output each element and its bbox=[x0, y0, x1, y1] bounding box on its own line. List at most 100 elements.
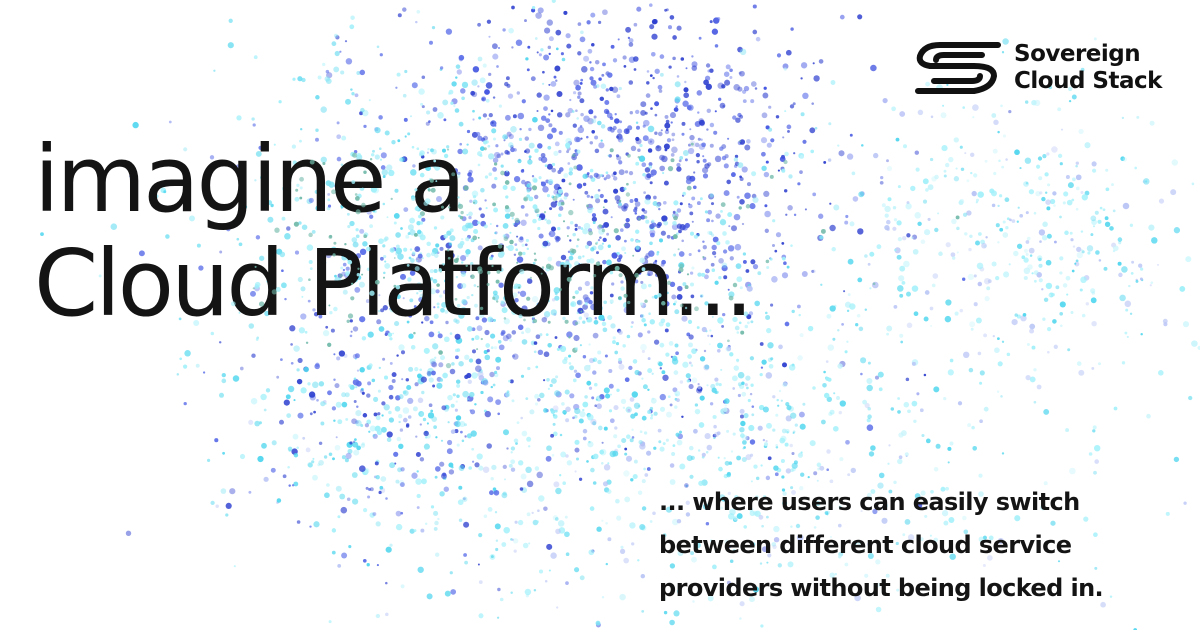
particle-dot bbox=[648, 165, 653, 169]
particle-dot bbox=[576, 300, 581, 305]
particle-dot bbox=[322, 62, 326, 67]
particle-dot bbox=[1109, 226, 1114, 231]
particle-dot bbox=[491, 121, 494, 124]
particle-dot bbox=[213, 69, 216, 72]
particle-dot bbox=[569, 98, 572, 102]
particle-dot bbox=[367, 331, 374, 338]
particle-dot bbox=[569, 393, 575, 399]
particle-dot bbox=[218, 341, 222, 344]
particle-dot bbox=[633, 56, 639, 62]
particle-dot bbox=[558, 130, 563, 135]
particle-dot bbox=[355, 419, 362, 427]
particle-dot bbox=[614, 350, 619, 355]
particle-dot bbox=[540, 48, 544, 52]
particle-dot bbox=[496, 616, 500, 619]
particle-dot bbox=[482, 113, 488, 118]
particle-dot bbox=[599, 291, 603, 295]
particle-dot bbox=[595, 84, 600, 88]
particle-dot bbox=[1139, 277, 1143, 281]
particle-dot bbox=[1043, 408, 1050, 415]
particle-dot bbox=[537, 509, 540, 512]
particle-dot bbox=[629, 199, 634, 203]
particle-dot bbox=[802, 92, 809, 100]
particle-dot bbox=[915, 167, 920, 172]
particle-dot bbox=[183, 401, 187, 406]
particle-dot bbox=[380, 165, 386, 170]
particle-dot bbox=[689, 271, 694, 275]
particle-dot bbox=[720, 209, 723, 213]
particle-dot bbox=[754, 510, 761, 517]
particle-dot bbox=[771, 276, 778, 283]
particle-dot bbox=[193, 320, 200, 326]
particle-dot bbox=[743, 413, 749, 419]
particle-dot bbox=[925, 81, 931, 87]
particle-dot bbox=[781, 475, 785, 479]
particle-dot bbox=[548, 230, 556, 238]
particle-dot bbox=[1075, 259, 1079, 263]
particle-dot bbox=[781, 272, 789, 279]
particle-dot bbox=[579, 344, 582, 347]
particle-dot bbox=[125, 530, 132, 536]
tagline-line-3: providers without being locked in. bbox=[659, 574, 1104, 602]
particle-dot bbox=[839, 457, 844, 462]
particle-dot bbox=[1100, 601, 1106, 608]
particle-dot bbox=[417, 566, 424, 573]
particle-dot bbox=[994, 347, 1000, 354]
particle-dot bbox=[982, 563, 986, 568]
particle-dot bbox=[551, 298, 556, 302]
particle-dot bbox=[1059, 162, 1063, 166]
particle-dot bbox=[992, 334, 995, 338]
particle-dot bbox=[1036, 272, 1042, 278]
particle-dot bbox=[510, 467, 516, 472]
particle-dot bbox=[765, 372, 773, 379]
particle-dot bbox=[765, 311, 768, 315]
particle-dot bbox=[710, 233, 715, 237]
particle-dot bbox=[579, 411, 586, 418]
particle-dot bbox=[622, 344, 626, 348]
particle-dot bbox=[752, 263, 759, 270]
particle-dot bbox=[917, 221, 922, 226]
particle-dot bbox=[521, 339, 528, 345]
particle-dot bbox=[713, 130, 718, 135]
particle-dot bbox=[628, 42, 634, 47]
particle-dot bbox=[480, 213, 485, 219]
particle-dot bbox=[662, 442, 666, 446]
particle-dot bbox=[962, 106, 966, 109]
particle-dot bbox=[904, 452, 909, 457]
particle-dot bbox=[448, 462, 454, 468]
particle-dot bbox=[902, 533, 906, 537]
particle-dot bbox=[1045, 199, 1051, 205]
particle-dot bbox=[1019, 167, 1022, 170]
particle-dot bbox=[588, 364, 591, 368]
particle-dot bbox=[672, 387, 678, 393]
particle-dot bbox=[603, 267, 608, 272]
particle-dot bbox=[632, 180, 637, 185]
particle-dot bbox=[737, 46, 743, 53]
particle-dot bbox=[560, 254, 567, 261]
particle-dot bbox=[471, 91, 478, 98]
particle-dot bbox=[818, 213, 824, 219]
particle-dot bbox=[975, 240, 980, 246]
particle-dot bbox=[349, 220, 355, 227]
particle-dot bbox=[450, 101, 454, 105]
particle-dot bbox=[557, 520, 565, 527]
particle-dot bbox=[439, 491, 445, 497]
particle-dot bbox=[1025, 240, 1030, 244]
particle-dot bbox=[346, 212, 350, 216]
particle-dot bbox=[573, 369, 578, 373]
particle-dot bbox=[434, 552, 440, 557]
particle-dot bbox=[831, 246, 836, 252]
particle-dot bbox=[238, 242, 243, 247]
particle-dot bbox=[511, 5, 515, 10]
particle-dot bbox=[864, 308, 868, 311]
particle-dot bbox=[651, 372, 654, 375]
particle-dot bbox=[567, 272, 574, 278]
particle-dot bbox=[652, 76, 655, 80]
particle-dot bbox=[751, 542, 756, 547]
particle-dot bbox=[495, 366, 501, 371]
particle-dot bbox=[619, 593, 626, 601]
particle-dot bbox=[624, 251, 627, 255]
particle-dot bbox=[663, 180, 669, 186]
particle-dot bbox=[626, 434, 631, 439]
particle-dot bbox=[644, 167, 651, 173]
